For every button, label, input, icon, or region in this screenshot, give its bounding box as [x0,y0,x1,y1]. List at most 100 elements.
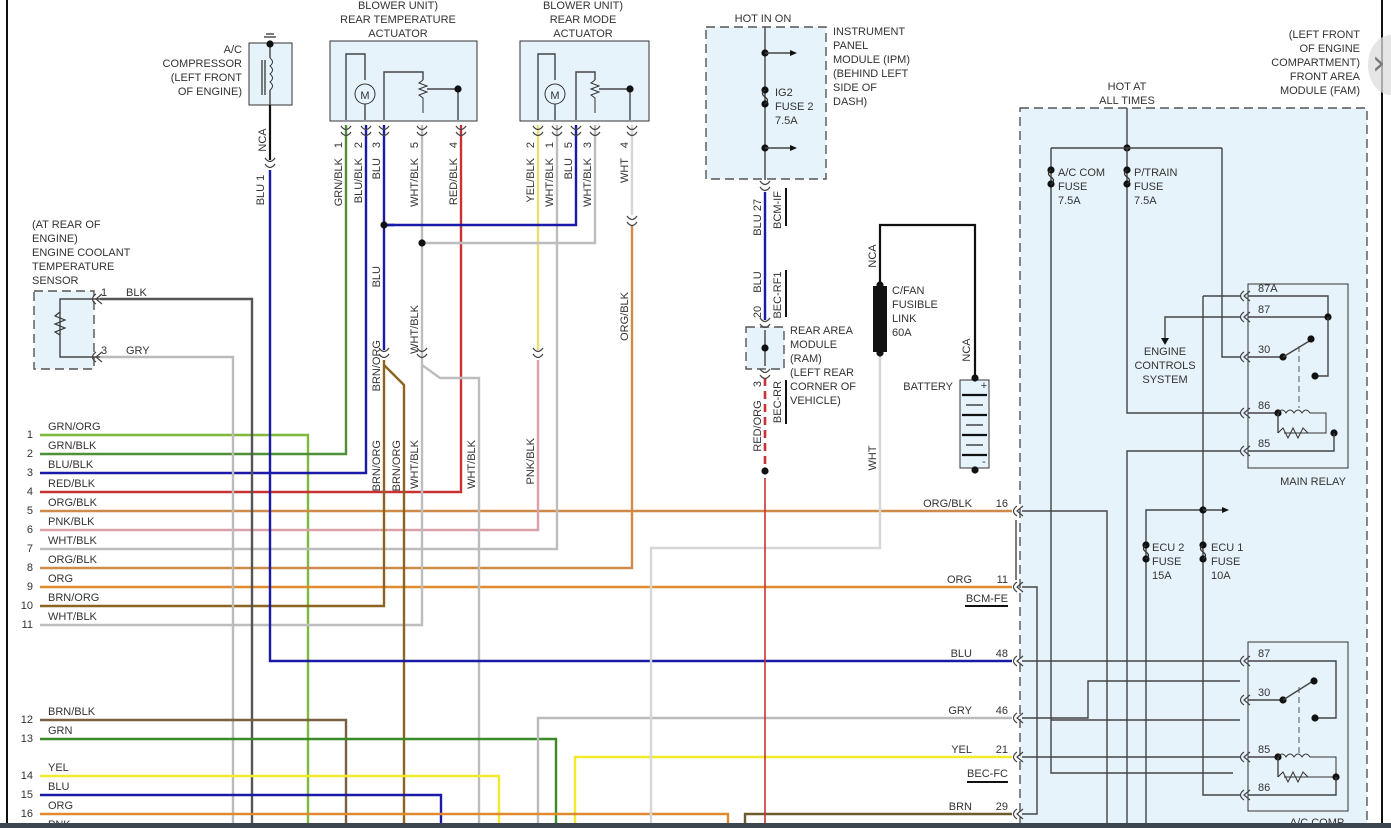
next-page-button[interactable]: › [1368,35,1391,95]
fam-fuse-label: 15A [1152,570,1172,582]
bcm-fe-label: BCM-FE [966,593,1008,605]
wire-layer [40,105,1012,828]
circuit-line [537,53,556,120]
circuit-line [1202,296,1240,796]
fam-connector-pin: 11 [997,574,1008,586]
splice-wire-label: ORG/BLK [619,291,631,341]
circuit-line [345,53,366,120]
connector-icon [532,347,544,359]
fusible-wire-bottom: WHT [867,445,879,470]
fam-connector-pin: 48 [996,648,1008,660]
ac-compressor-label: COMPRESSOR [163,58,243,70]
potentiometer-icon [417,79,429,113]
harness-row-number: 8 [27,562,33,574]
connector-icon [264,157,276,169]
connector-icon [759,180,771,192]
splice-dot [380,221,388,229]
connector-icon [1239,694,1251,706]
actuator-pin-number: 4 [619,142,631,148]
ac-comp-relay-pin: 30 [1258,687,1270,699]
ipm-out-pin: 27 [752,199,764,211]
connector-icon [570,125,582,137]
circuit-line [1221,148,1240,358]
fam-fuse-label: FUSE [1211,556,1240,568]
ecu1-fuse-icon [1199,544,1207,560]
main-relay-pin: 85 [1258,438,1270,450]
wire-brn-blk [40,718,348,828]
circuit-line [1282,339,1312,358]
harness-row-wire-label: YEL [48,762,69,774]
page-right-border [1381,0,1383,828]
harness-row-number: 1 [27,429,33,441]
splice-wire-label: WHT/BLK [409,439,421,489]
actuator-pin-number: 1 [333,142,345,148]
ipm-connector-label: BCM-IF [772,191,784,229]
bec-fc-label: BEC-FC [967,768,1008,780]
fusible-wire-top: NCA [867,244,879,268]
battery-wire-label: NCA [961,338,973,362]
connector-icon [1239,407,1251,419]
fusible-link-label: 60A [892,327,912,339]
bottom-toolbar [0,823,1391,828]
ipm-label: DASH) [833,96,867,108]
splice-dot [1311,714,1319,722]
fam-label: OF ENGINE [1299,43,1360,55]
splice-dot [876,349,884,357]
ram-label: (LEFT REAR [790,367,854,379]
actuator-pin-number: 3 [371,142,383,148]
rear-mode-actuator-label: ACTUATOR [553,28,613,40]
relay-coil-icon [1277,753,1337,778]
harness-row-number: 14 [21,770,33,782]
ect-pin: 3 [101,345,107,357]
harness-row-wire-label: WHT/BLK [48,535,98,547]
main-relay-label: MAIN RELAY [1280,476,1346,488]
fam-fuse-label: P/TRAIN [1134,167,1177,179]
wire-grn-org [40,433,310,828]
harness-row-number: 4 [27,486,33,498]
fusible-link-label: LINK [892,313,917,325]
wire-wht-blk-branch [421,364,481,828]
ac-compressor-label: OF ENGINE) [178,86,242,98]
actuator-pin-wire: WHT/BLK [582,157,594,207]
actuator-pin-wire: GRN/BLK [333,157,345,206]
motor-label: M [360,90,369,102]
wire-yel-14 [40,774,501,828]
circuit-line [1248,295,1329,316]
ac-comp-relay-pin: 85 [1258,744,1270,756]
splice-dot [1307,335,1315,343]
wire-wht-blk-mode1 [40,125,559,551]
connector-icon [1012,712,1024,724]
fam-fuse-label: ECU 1 [1211,542,1243,554]
harness-row-wire-label: RED/BLK [48,478,96,490]
fam-hot-label: HOT AT [1108,81,1147,93]
main-relay-pin: 87A [1258,283,1278,295]
fam-label: MODULE (FAM) [1280,85,1360,97]
splice-dot [266,40,274,48]
p-train-fuse-icon [1123,169,1131,185]
connector-icon [378,347,390,359]
circuit-line [1050,148,1233,774]
symbol-layer [53,27,1340,828]
circuit-line [383,71,424,120]
ect-pin-wire: BLK [126,287,147,299]
actuator-pin-wire: WHT/BLK [409,157,421,207]
circuit-line [1248,433,1335,452]
ipm-label: MODULE (IPM) [833,54,910,66]
ecu2-fuse-icon [1142,544,1150,560]
harness-row-wire-label: ORG [48,573,73,585]
actuator-pin-number: 4 [448,142,460,148]
harness-row-number: 12 [21,714,33,726]
harness-row-number: 16 [21,808,33,820]
ect-sensor-box [33,290,95,370]
splice-wire-label: BRN/ORG [391,440,403,491]
fam-fuse-label: FUSE [1152,556,1181,568]
harness-row-wire-label: ORG/BLK [48,497,98,509]
fam-label: (LEFT FRONT [1289,29,1361,41]
harness-row-number: 6 [27,524,33,536]
actuator-pin-number: 2 [525,142,537,148]
ect-sensor-label: SENSOR [32,275,79,287]
actuator-pin-wire: WHT [619,158,631,183]
splice-dot [626,85,634,93]
connector-icon [626,125,638,137]
